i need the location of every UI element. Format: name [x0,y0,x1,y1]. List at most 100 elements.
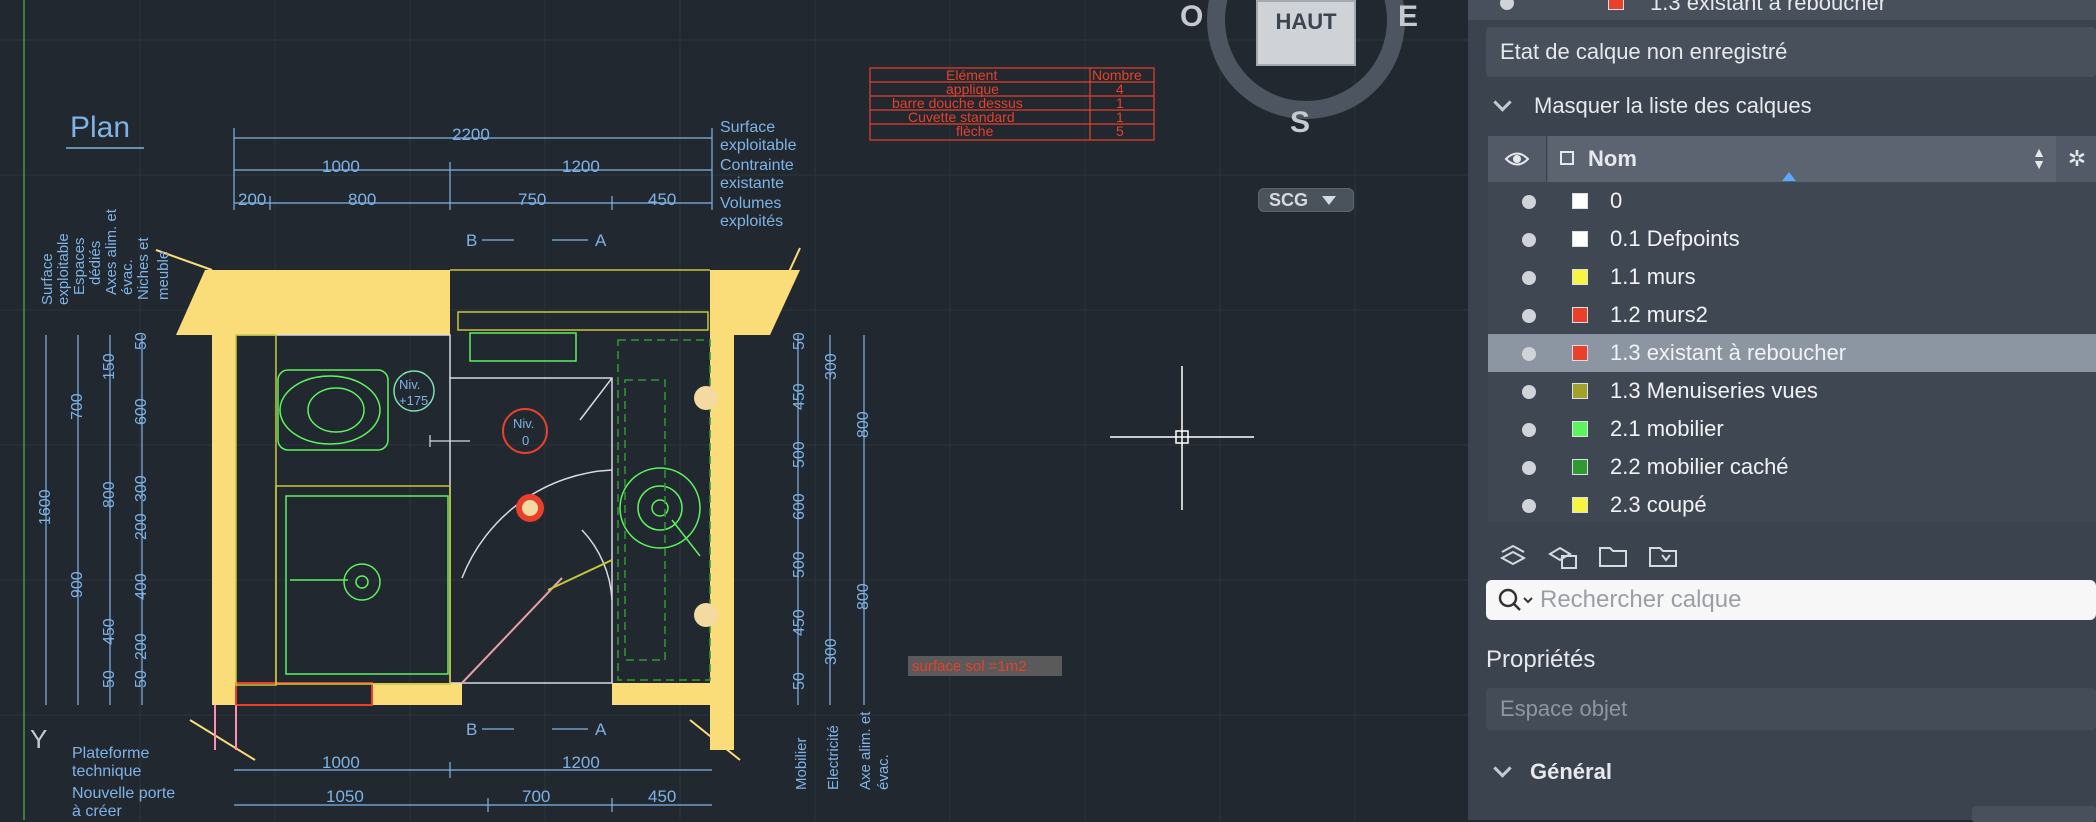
ucs-label: SCG [1269,189,1309,210]
legend-br-1: Electricité [825,725,842,790]
visibility-dot-icon[interactable] [1522,195,1536,209]
layers-panel: 1.3 existant à reboucher Etat de calque … [1468,0,2096,822]
layer-color-swatch[interactable] [1572,459,1588,475]
section-marks: B A B A [466,231,607,739]
layer-toolbar [1488,532,2096,578]
right-dimensions: 50 450 500 600 500 450 300 50 300 800 80… [791,332,872,690]
visibility-dot-icon[interactable] [1522,309,1536,323]
legend-br-3: évac. [875,754,892,790]
layer-row[interactable]: 2.1 mobilier [1488,410,2096,448]
layer-state-label: Etat de calque non enregistré [1500,39,1788,64]
legend-bl-0: Plateforme [72,745,149,762]
layer-row[interactable]: 2.3 coupé [1488,486,2096,524]
table-header-element: Elément [946,67,997,83]
dim-right-300b: 300 [823,353,840,380]
bottom-dimensions: 1000 1200 1050 700 450 [322,753,676,806]
layer-color-swatch[interactable] [1572,231,1588,247]
dim-bottom-700: 700 [522,787,550,806]
layer-row[interactable]: 0.1 Defpoints [1488,220,2096,258]
y-axis-label: Y [30,724,47,754]
layer-name: 2.3 coupé [1610,492,1707,517]
layer-color-swatch[interactable] [1572,345,1588,361]
hide-layer-list-toggle[interactable]: Masquer la liste des calques [1468,88,2096,124]
visibility-dot-icon[interactable] [1522,347,1536,361]
layer-color-swatch[interactable] [1572,383,1588,399]
visibility-dot-icon[interactable] [1522,233,1536,247]
layer-search-input[interactable]: Rechercher calque [1486,580,2096,620]
visibility-dot-icon [1500,0,1514,10]
dim-200: 200 [238,190,266,209]
legend-left-0: Surface [39,253,56,305]
search-placeholder: Rechercher calque [1540,586,1742,613]
color-dropdown[interactable] [1972,806,2096,822]
layer-color-swatch[interactable] [1572,269,1588,285]
dim-bottom-450: 450 [648,787,676,806]
section-a-bottom: A [595,720,607,739]
general-label: Général [1530,759,1612,784]
compass-east[interactable]: E [1398,0,1419,33]
layer-row[interactable]: 0 [1488,182,2096,220]
current-layer-row[interactable]: 1.3 existant à reboucher [1468,0,2096,20]
properties-title: Propriétés [1486,646,1596,673]
legend-left-2: Espaces [71,237,88,295]
dim-right-600: 600 [791,493,808,520]
dim-right-50a: 50 [791,332,808,350]
sort-ascending-icon [1782,172,1796,181]
table-row-0-count: 4 [1116,81,1124,97]
new-layer-icon[interactable] [1496,538,1530,572]
layer-name: 0 [1610,188,1623,213]
chevron-down-icon [1493,759,1512,778]
object-space-label: Espace objet [1500,696,1628,721]
dim-2200: 2200 [452,125,490,144]
layer-row[interactable]: 2.2 mobilier caché [1488,448,2096,486]
folder-filter-icon[interactable] [1646,538,1680,572]
legend-left-4: Axes alim. et [103,208,120,295]
dim-bottom-1200: 1200 [562,753,600,772]
layer-row[interactable]: 1.3 existant à reboucher [1488,334,2096,372]
legend-bl-1: technique [72,763,141,780]
section-b-bottom: B [466,720,477,739]
visibility-dot-icon[interactable] [1522,461,1536,475]
layer-color-swatch[interactable] [1572,193,1588,209]
dim-right-800a: 800 [855,411,872,438]
name-column-header[interactable]: Nom ▲▼ [1548,136,2056,182]
layer-row[interactable]: 1.1 murs [1488,258,2096,296]
layer-name: 1.3 existant à reboucher [1610,340,1847,365]
layer-state-dropdown[interactable]: Etat de calque non enregistré [1486,27,2096,77]
legend-left-3: dédiés [87,241,104,285]
legend-top-4: Volumes [720,195,781,212]
visibility-dot-icon[interactable] [1522,499,1536,513]
legend-left-5: évac. [119,259,136,295]
layer-color-swatch[interactable] [1572,307,1588,323]
object-space-dropdown[interactable]: Espace objet [1486,688,2096,730]
section-a-top: A [595,231,607,250]
layer-color-swatch[interactable] [1572,421,1588,437]
crosshair-cursor [1110,366,1254,510]
visibility-dot-icon[interactable] [1522,423,1536,437]
element-table [869,67,1155,141]
sort-toggle-icon: ▲▼ [2032,144,2046,172]
general-section-toggle[interactable]: Général [1468,752,2096,792]
settings-gear-icon[interactable]: ✲ [2067,146,2087,171]
visibility-dot-icon[interactable] [1522,385,1536,399]
layer-color-swatch[interactable] [1572,497,1588,513]
compass-south[interactable]: S [1290,106,1311,139]
dim-left-450: 450 [101,618,118,645]
layer-row[interactable]: 1.2 murs2 [1488,296,2096,334]
open-folder-icon[interactable] [1596,538,1630,572]
layer-row[interactable]: 1.3 Menuiseries vues [1488,372,2096,410]
dim-bottom-1050: 1050 [326,787,364,806]
ucs-menu[interactable]: SCG [1258,188,1354,212]
dim-left-150: 150 [101,353,118,380]
dim-right-300a: 300 [823,638,840,665]
drawing-canvas[interactable]: Plan [0,0,1468,820]
legend-top-5: exploités [720,213,783,230]
layer-properties-icon[interactable] [1546,538,1580,572]
dim-750: 750 [518,190,546,209]
visibility-dot-icon[interactable] [1522,271,1536,285]
compass-west[interactable]: O [1180,0,1204,33]
dim-800: 800 [348,190,376,209]
eye-icon[interactable] [1488,136,1547,182]
dim-left-800: 800 [101,481,118,508]
viewcube[interactable]: HAUT [1256,0,1356,66]
